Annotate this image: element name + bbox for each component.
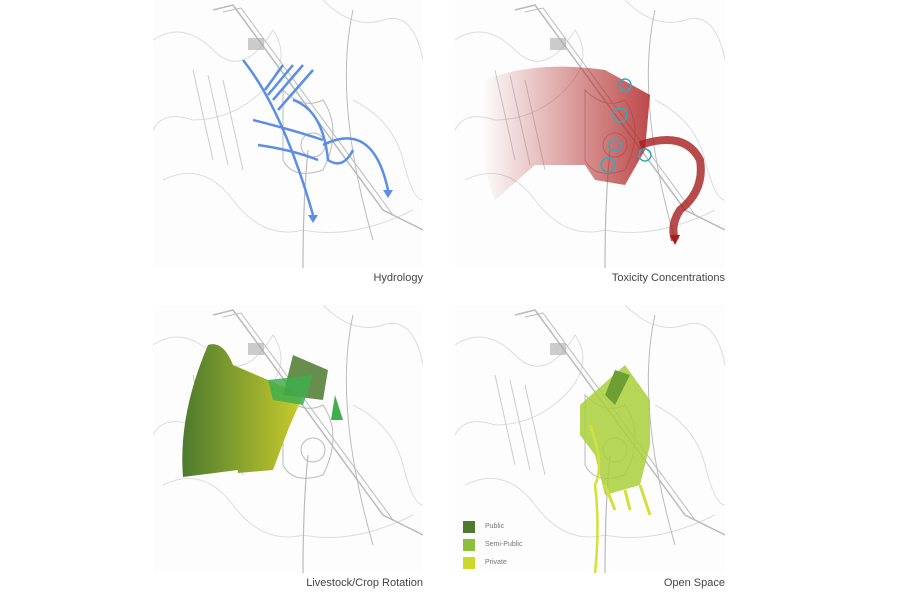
swatch-semi-public (463, 538, 475, 551)
legend-item-private: Private (463, 554, 522, 571)
legend-label: Public (485, 523, 505, 530)
crop-fields (182, 344, 303, 477)
panel-title: Hydrology (373, 272, 423, 284)
open-space-legend: Public Semi-Public Private (463, 518, 522, 572)
panel-title: Toxicity Concentrations (611, 272, 725, 284)
panel-title: Livestock/Crop Rotation (306, 577, 423, 589)
toxicity-plume (638, 136, 705, 242)
toxicity-map (455, 0, 725, 268)
hydrology-map (153, 0, 423, 268)
private-path (588, 424, 601, 573)
legend-label: Semi-Public (485, 541, 523, 548)
swatch-private (463, 556, 475, 569)
legend-item-public: Public (463, 518, 522, 535)
legend-item-semi-public: Semi-Public (463, 536, 522, 553)
toxicity-area (481, 66, 650, 201)
semi-public-area (580, 365, 650, 495)
swatch-public (463, 520, 475, 533)
hydrology-flows (242, 59, 390, 216)
open-space-map (455, 305, 725, 573)
livestock-crop-map (153, 305, 423, 573)
contamination-sites (600, 78, 652, 173)
legend-label: Private (485, 559, 507, 566)
panel-title: Open Space (663, 577, 725, 589)
